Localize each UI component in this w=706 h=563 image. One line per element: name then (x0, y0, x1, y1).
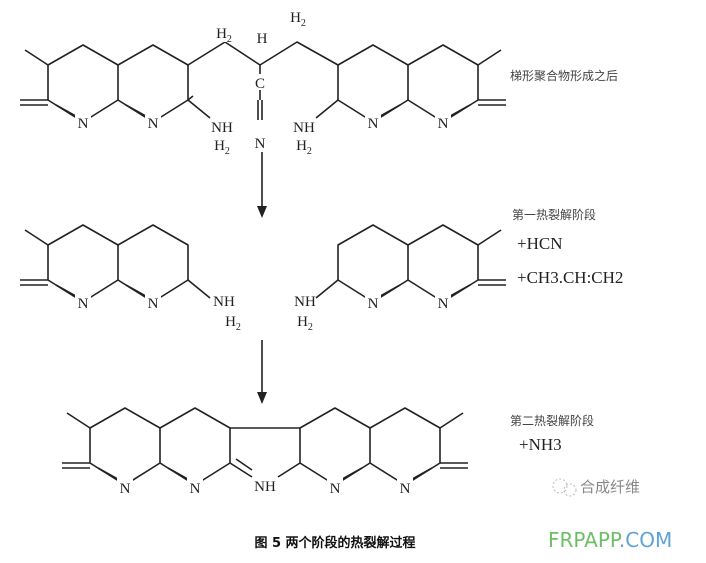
reaction-arrow (257, 340, 267, 404)
wechat-icon (552, 478, 568, 494)
atom-n: N (148, 296, 159, 312)
figure-caption: 图 5 两个阶段的热裂解过程 (254, 535, 415, 551)
product-ammonia: +NH3 (519, 435, 562, 454)
atom-n: N (368, 116, 379, 132)
atom-n: N (190, 481, 201, 497)
atom-n: N (78, 296, 89, 312)
product-hcn: +HCN (517, 234, 562, 253)
atom-n: N (255, 136, 266, 152)
stage-label-first: 第一热裂解阶段 (512, 207, 596, 222)
atom-n: N (400, 481, 411, 497)
amine-group: NH (211, 120, 233, 136)
atom-h: H (257, 31, 268, 47)
amine-h2: H2 (214, 138, 230, 157)
site-watermark: FRPAPP.COM (548, 528, 672, 552)
amine-group: NH (213, 294, 235, 310)
stage-label-ladder: 梯形聚合物形成之后 (510, 68, 618, 83)
atom-n: N (368, 296, 379, 312)
atom-n: N (330, 481, 341, 497)
amine-h2: H2 (225, 314, 241, 333)
amine-group: NH (293, 120, 315, 136)
first-pyrolysis-structure: N N N N NH H2 NH H2 第一热裂解阶段 +HCN +CH3.CH… (19, 207, 623, 333)
atom-n: N (78, 116, 89, 132)
amine-group: NH (294, 294, 316, 310)
ladder-polymer-structure: N N N N H2 H2 H C N NH H2 NH H2 梯形聚合物形成之… (19, 10, 618, 157)
product-propylene: +CH3.CH:CH2 (517, 268, 623, 287)
atom-c: C (255, 76, 265, 92)
atom-n: N (438, 116, 449, 132)
reaction-arrow (257, 152, 267, 218)
atom-n: N (438, 296, 449, 312)
svg-text:合成纤维: 合成纤维 (580, 478, 640, 496)
amine-h2: H2 (297, 314, 313, 333)
atom-n: N (120, 481, 131, 497)
second-pyrolysis-structure: N N NH N N 第二热裂解阶段 +NH3 (61, 407, 594, 497)
atom-nh: NH (254, 479, 276, 495)
amine-h2: H2 (296, 138, 312, 157)
stage-label-second: 第二热裂解阶段 (510, 413, 594, 428)
atom-h2: H2 (290, 10, 306, 29)
wechat-watermark: 合成纤维 (552, 478, 640, 497)
atom-n: N (148, 116, 159, 132)
atom-h2: H2 (216, 26, 232, 45)
